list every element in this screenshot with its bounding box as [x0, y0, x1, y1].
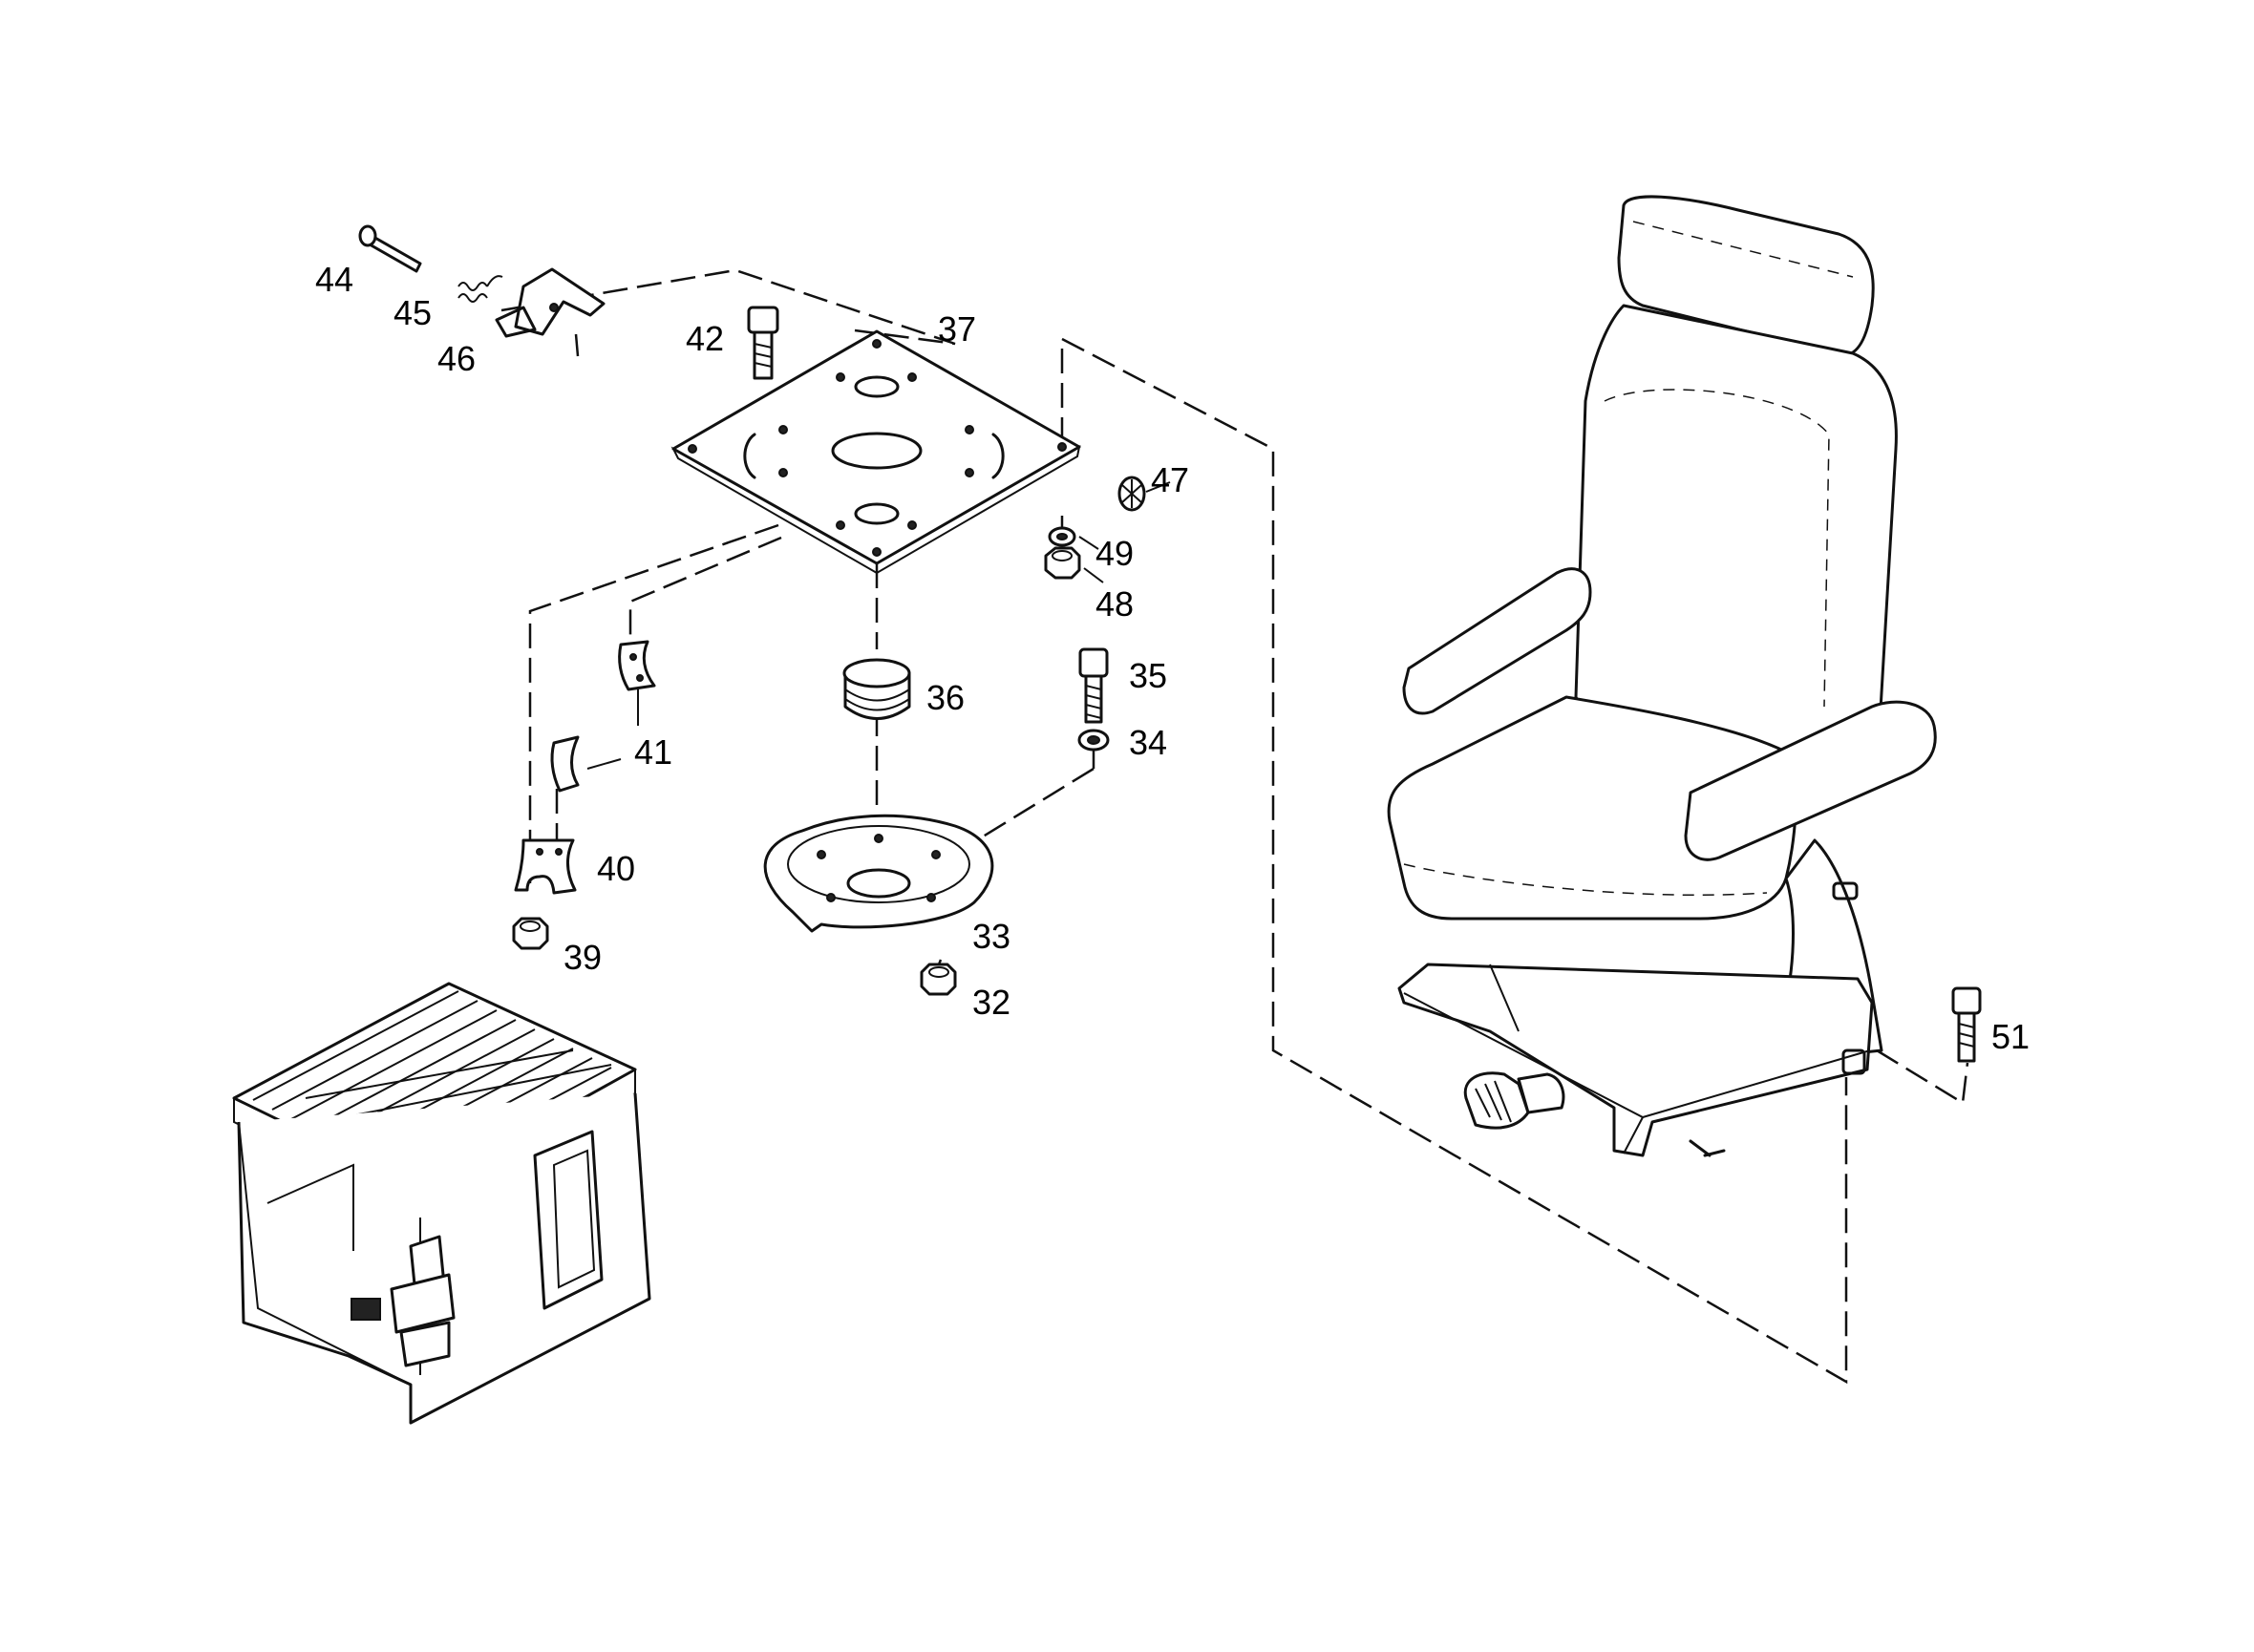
callout-34: 34 — [1129, 723, 1167, 762]
part-40-clamp-bracket — [514, 838, 577, 895]
part-42-bolt — [747, 306, 779, 380]
cab-thumbnail — [232, 982, 651, 1425]
part-32-nut — [920, 963, 957, 996]
part-36-bushing — [842, 658, 911, 720]
callout-37: 37 — [938, 309, 976, 349]
part-33-base-ring — [763, 814, 994, 933]
callout-33: 33 — [972, 917, 1010, 956]
callout-40: 40 — [597, 849, 635, 888]
callout-36: 36 — [926, 678, 965, 717]
callout-48: 48 — [1095, 584, 1134, 624]
callout-49: 49 — [1095, 534, 1134, 573]
part-34-washer — [1077, 729, 1110, 752]
callout-39: 39 — [564, 938, 602, 977]
callout-41: 41 — [634, 732, 672, 772]
part-51-cap-screw — [1951, 986, 1982, 1063]
callout-51: 51 — [1991, 1017, 2030, 1056]
callout-44: 44 — [315, 260, 353, 299]
part-45-spring — [457, 275, 503, 303]
assembly-leader-lines — [500, 268, 1969, 1385]
callout-labels: 44 45 46 42 37 47 49 48 35 34 36 41 40 3… — [315, 260, 2030, 1056]
part-39-nut — [512, 917, 549, 950]
callout-47: 47 — [1151, 460, 1189, 499]
part-49-washer — [1048, 526, 1076, 547]
part-47-star-washer — [1117, 476, 1146, 512]
operator-seat — [1387, 195, 1937, 1157]
callout-46: 46 — [437, 339, 476, 378]
callout-35: 35 — [1129, 656, 1167, 695]
part-48-nut — [1044, 546, 1081, 580]
part-37-swivel-plate — [670, 329, 1081, 575]
part-41-segment-lower — [550, 735, 580, 793]
part-41-segment-upper — [618, 640, 656, 691]
callout-leader-ticks — [586, 481, 1171, 770]
callout-32: 32 — [972, 983, 1010, 1022]
part-44-pin — [358, 224, 422, 273]
callout-42: 42 — [686, 319, 724, 358]
part-46-latch-bracket — [495, 267, 606, 338]
callout-45: 45 — [393, 293, 432, 332]
part-35-cap-screw — [1078, 647, 1109, 724]
